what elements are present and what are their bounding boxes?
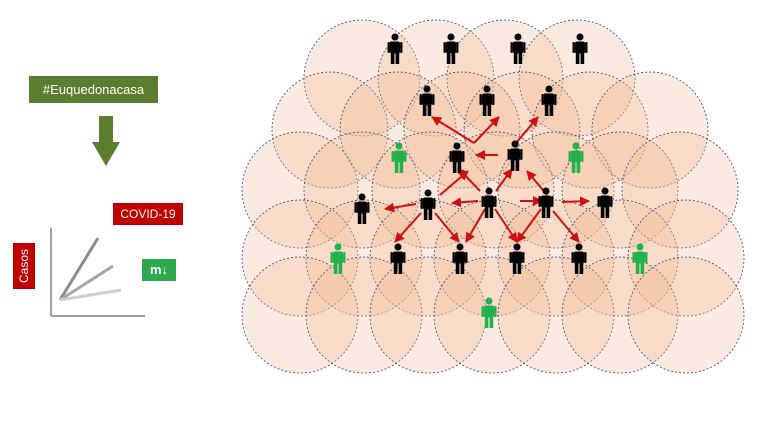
transmission-arrow [434, 212, 460, 243]
transmission-arrow [516, 208, 542, 243]
casos-label: Casos [13, 243, 35, 289]
contact-circle [591, 71, 709, 189]
contact-circle [561, 256, 679, 374]
transmission-arrow [451, 197, 479, 208]
mini-chart-line-steep [58, 237, 100, 301]
transmission-arrow [473, 116, 500, 144]
covid-label: COVID-19 [113, 203, 183, 225]
m-down-badge: m↓ [142, 259, 176, 281]
mini-chart-line-low [59, 288, 122, 302]
contact-circle [627, 199, 745, 317]
transmission-arrow [561, 196, 590, 207]
transmission-arrows [384, 116, 590, 243]
transmission-arrow [394, 212, 422, 243]
contact-circle [621, 131, 739, 249]
contact-circle [627, 256, 745, 374]
transmission-arrow [439, 170, 469, 196]
contact-circle [561, 199, 679, 317]
contact-circle [497, 256, 615, 374]
transmission-arrow [384, 202, 417, 213]
transmission-arrow [552, 210, 580, 243]
contact-circle [531, 71, 649, 189]
contact-circle [241, 199, 359, 317]
hashtag-label: #Euquedonacasa [29, 76, 158, 103]
contact-circle [271, 71, 389, 189]
transmission-arrow [494, 208, 518, 243]
down-arrow-icon [92, 116, 120, 166]
contact-circle [303, 131, 421, 249]
contact-circle [241, 256, 359, 374]
contact-circle [305, 199, 423, 317]
transmission-arrow [431, 116, 475, 144]
cases-mini-chart [50, 228, 145, 317]
contact-circle [241, 131, 359, 249]
mini-chart-line-mid [59, 264, 114, 302]
contact-circle [561, 131, 679, 249]
contact-circle [446, 19, 564, 137]
contact-circle [497, 131, 615, 249]
transmission-arrow [465, 208, 486, 243]
contact-circle [305, 256, 423, 374]
transmission-arrow [495, 168, 513, 192]
transmission-arrow [515, 116, 539, 144]
